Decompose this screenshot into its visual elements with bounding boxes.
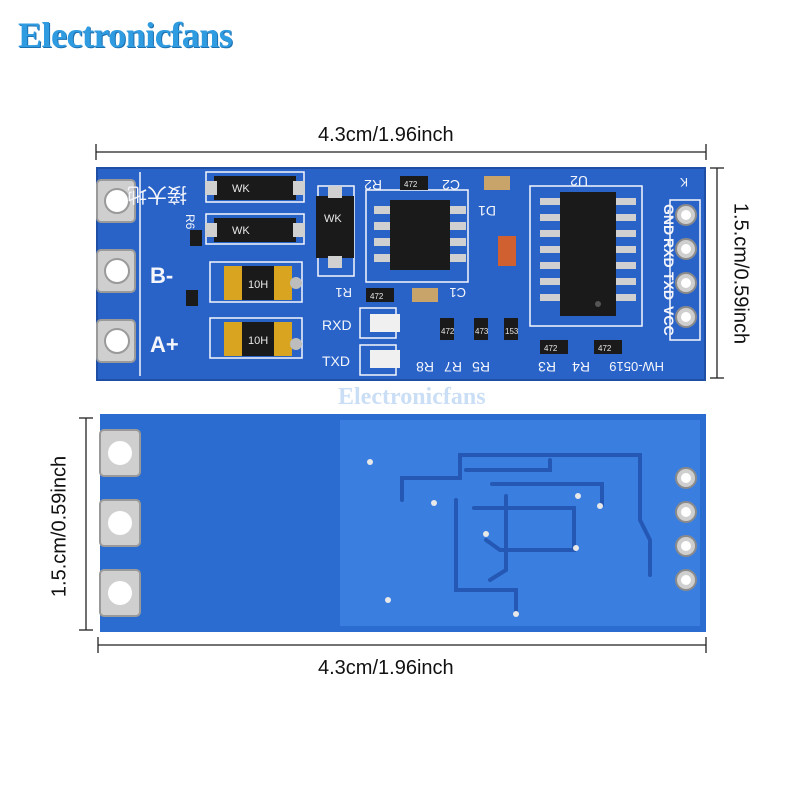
tvs-diodes bbox=[205, 176, 354, 268]
silk-res-473: 473 bbox=[475, 327, 489, 336]
brand-logo: Electronicfans bbox=[18, 15, 233, 55]
silk-res-153: 153 bbox=[505, 327, 519, 336]
silk-r8: R8 bbox=[416, 359, 434, 375]
silk-c2: C2 bbox=[442, 177, 460, 193]
dimension-top-width: 4.3cm/1.96inch bbox=[318, 124, 454, 146]
silk-fuse-2: 10H bbox=[248, 335, 268, 347]
silk-cn-label: 接大地 bbox=[127, 183, 187, 206]
pin-label-a-plus: A+ bbox=[150, 332, 179, 357]
silk-model: HW-0519 bbox=[609, 359, 664, 374]
silk-res-472-e: 472 bbox=[441, 327, 455, 336]
pin-label-vcc: VCC bbox=[661, 306, 677, 336]
silk-r4: R4 bbox=[572, 359, 590, 375]
silk-wk-3: WK bbox=[324, 213, 342, 225]
smd-resistors bbox=[186, 176, 622, 354]
silk-txd-led: TXD bbox=[322, 353, 350, 369]
ic-u1 bbox=[374, 200, 466, 270]
silk-r3: R3 bbox=[538, 359, 556, 375]
watermark-text: Electronicfans bbox=[338, 384, 486, 410]
header-pins-right bbox=[669, 199, 701, 341]
pcb-front bbox=[96, 167, 706, 381]
pin-label-txd: TXD bbox=[661, 272, 677, 300]
silk-wk-2: WK bbox=[232, 225, 250, 237]
silk-r2: R2 bbox=[364, 177, 382, 193]
dimension-lines bbox=[79, 144, 724, 653]
silk-u2: U2 bbox=[570, 173, 588, 189]
ic-u2 bbox=[540, 192, 636, 316]
silk-fuse-1: 10H bbox=[248, 279, 268, 291]
silk-d1: D1 bbox=[478, 203, 496, 219]
pcb-back bbox=[99, 414, 706, 632]
pin-label-rxd: RXD bbox=[661, 238, 677, 268]
silk-r5: R5 bbox=[472, 359, 490, 375]
terminal-pads-left bbox=[96, 179, 136, 363]
silk-res-472-a: 472 bbox=[404, 180, 418, 189]
silk-r7: R7 bbox=[444, 359, 462, 375]
pin-label-gnd: GND bbox=[661, 204, 677, 235]
leds bbox=[370, 314, 400, 368]
silk-wk-1: WK bbox=[232, 183, 250, 195]
silk-rxd-led: RXD bbox=[322, 317, 352, 333]
silk-res-472-b: 472 bbox=[370, 292, 384, 301]
fuses bbox=[224, 266, 302, 356]
silk-res-472-c: 472 bbox=[544, 344, 558, 353]
dimension-bottom-width: 4.3cm/1.96inch bbox=[318, 657, 454, 679]
silk-k: K bbox=[680, 175, 688, 189]
silk-r1: R1 bbox=[335, 285, 352, 300]
silk-r6: R6 bbox=[183, 214, 197, 230]
pin-label-b-minus: B- bbox=[150, 263, 173, 288]
silk-c1: C1 bbox=[449, 285, 466, 300]
pcb-traces bbox=[400, 453, 652, 616]
smd-caps bbox=[412, 176, 516, 302]
silk-res-472-d: 472 bbox=[598, 344, 612, 353]
